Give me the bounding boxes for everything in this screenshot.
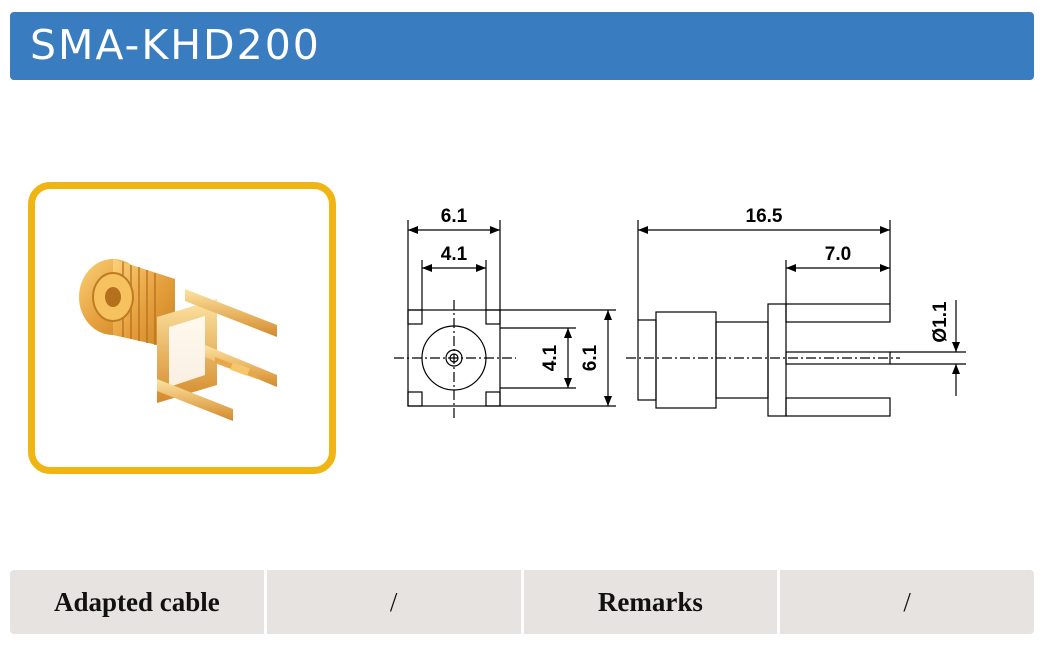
leg-bottom	[157, 379, 233, 421]
product-title: SMA-KHD200	[30, 21, 321, 69]
side-view-pin	[785, 351, 891, 365]
dim-front-width-inner: 4.1	[441, 244, 468, 265]
technical-drawing: 6.1 4.1 4.1 6.1 16.5 7.0 Ø1.1	[380, 190, 980, 430]
product-photo-frame	[28, 182, 336, 474]
title-bar: SMA-KHD200	[10, 12, 1034, 80]
side-view-body	[715, 321, 769, 399]
dim-front-height-inner: 4.1	[540, 344, 561, 371]
side-view-nut-face	[637, 319, 657, 401]
remarks-value: /	[780, 570, 1034, 634]
dim-front-width-outer: 6.1	[441, 206, 468, 227]
dim-side-pin-length: 7.0	[825, 244, 851, 265]
sma-connector-photo	[79, 259, 277, 421]
remarks-label: Remarks	[523, 570, 778, 634]
side-view-nut	[655, 311, 717, 409]
dim-front-height-outer: 6.1	[580, 344, 601, 371]
side-view-leg-top	[785, 303, 891, 323]
dim-side-length: 16.5	[746, 206, 783, 227]
side-view-leg-bottom	[785, 397, 891, 417]
dim-pin-diameter: Ø1.1	[930, 301, 951, 343]
adapted-cable-label: Adapted cable	[10, 570, 264, 634]
spec-table: Adapted cable / Remarks /	[10, 570, 1034, 634]
side-view-flange	[767, 303, 787, 417]
adapted-cable-value: /	[266, 570, 521, 634]
leg-top	[185, 289, 277, 337]
